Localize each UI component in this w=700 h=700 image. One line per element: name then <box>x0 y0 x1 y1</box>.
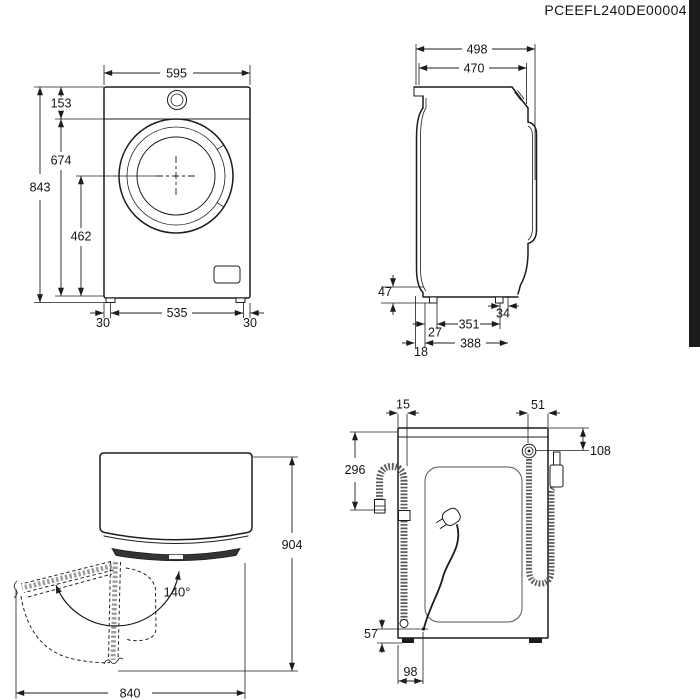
dim-depth-body: 470 <box>418 62 527 104</box>
front-view: 595 843 153 674 462 <box>30 65 264 330</box>
svg-text:462: 462 <box>71 230 92 244</box>
rear-view: 15 51 108 296 57 <box>345 398 611 684</box>
svg-text:153: 153 <box>51 97 72 111</box>
dim-inlet-offset: 51 <box>516 398 560 443</box>
document-code: PCEEFL240DE00004 <box>544 2 687 18</box>
svg-text:840: 840 <box>120 687 141 700</box>
svg-text:904: 904 <box>282 538 303 552</box>
dim-drain-hose-offset: 15 <box>386 398 419 466</box>
power-cord <box>423 524 460 629</box>
control-panel-slope <box>511 86 529 109</box>
svg-text:34: 34 <box>496 307 510 321</box>
door-open-140-dashed <box>13 561 157 664</box>
dim-panel-to-base: 674 <box>51 119 104 297</box>
dim-foot-height: 47 <box>378 275 429 315</box>
cabinet-rear <box>397 427 549 639</box>
svg-text:498: 498 <box>467 43 488 57</box>
foot <box>529 638 542 643</box>
svg-text:51: 51 <box>531 398 545 412</box>
svg-text:674: 674 <box>51 154 72 168</box>
dim-inlet-from-top: 108 <box>536 427 611 458</box>
door-bulge <box>527 121 538 245</box>
svg-text:18: 18 <box>414 345 428 359</box>
svg-text:30: 30 <box>96 316 110 330</box>
svg-text:108: 108 <box>590 444 611 458</box>
svg-text:388: 388 <box>460 337 481 351</box>
door-handle-mark <box>216 202 225 208</box>
worktop-lip <box>413 86 424 97</box>
dim-door-center-to-base: 462 <box>71 175 156 296</box>
door-top-band <box>111 547 241 562</box>
svg-text:843: 843 <box>30 181 51 195</box>
front-edge <box>103 535 249 544</box>
svg-text:595: 595 <box>166 67 187 81</box>
dim-front-height: 843 <box>30 86 107 303</box>
inlet-hose <box>526 451 564 587</box>
dim-front-width: 595 <box>103 65 251 85</box>
svg-text:296: 296 <box>345 463 366 477</box>
dim-width-door-open: 840 <box>15 563 246 700</box>
dim-feet-side: 34 351 27 388 18 <box>402 296 519 359</box>
dim-feet-front: 30 535 30 <box>90 303 264 330</box>
filter-door <box>213 265 241 284</box>
foot <box>402 638 414 643</box>
door-open-90-dashed <box>103 561 124 665</box>
svg-text:470: 470 <box>464 62 485 76</box>
svg-text:30: 30 <box>243 316 257 330</box>
door-handle <box>169 555 183 559</box>
dim-drain-hose-reach: 296 <box>345 431 397 511</box>
dim-top-to-panel: 153 <box>51 87 104 120</box>
foot <box>235 297 246 303</box>
door-angle-label: 140° <box>164 585 191 600</box>
cabinet-top <box>99 452 253 541</box>
hose-coupling <box>398 510 411 521</box>
foot <box>495 296 504 304</box>
screen-edge-strip <box>689 0 700 347</box>
drain-hose <box>374 462 411 628</box>
svg-text:351: 351 <box>459 318 480 332</box>
dim-cord-from-left: 98 <box>397 632 424 684</box>
water-inlet-valve <box>521 443 537 459</box>
svg-text:27: 27 <box>428 326 442 340</box>
back-panel <box>424 466 523 623</box>
side-view: 498 470 47 34 <box>378 43 538 359</box>
foot <box>429 296 438 304</box>
rear-panel <box>415 95 424 298</box>
top-view: 140° 904 840 <box>13 452 303 700</box>
svg-text:535: 535 <box>167 306 188 320</box>
foot <box>105 297 116 303</box>
svg-text:57: 57 <box>364 627 378 641</box>
dim-depth-total: 498 <box>415 43 536 180</box>
svg-text:98: 98 <box>404 665 418 679</box>
door-handle-mark <box>216 144 225 150</box>
door-swing-arc <box>55 571 181 627</box>
control-knob <box>167 90 187 110</box>
svg-text:47: 47 <box>378 285 392 299</box>
cabinet-front <box>103 86 251 299</box>
dim-depth-door-open: 904 <box>118 456 303 672</box>
svg-text:15: 15 <box>396 398 410 412</box>
dim-cord-from-base: 57 <box>364 619 428 653</box>
inlet-hose-fitting <box>549 464 564 488</box>
power-plug <box>436 507 461 529</box>
